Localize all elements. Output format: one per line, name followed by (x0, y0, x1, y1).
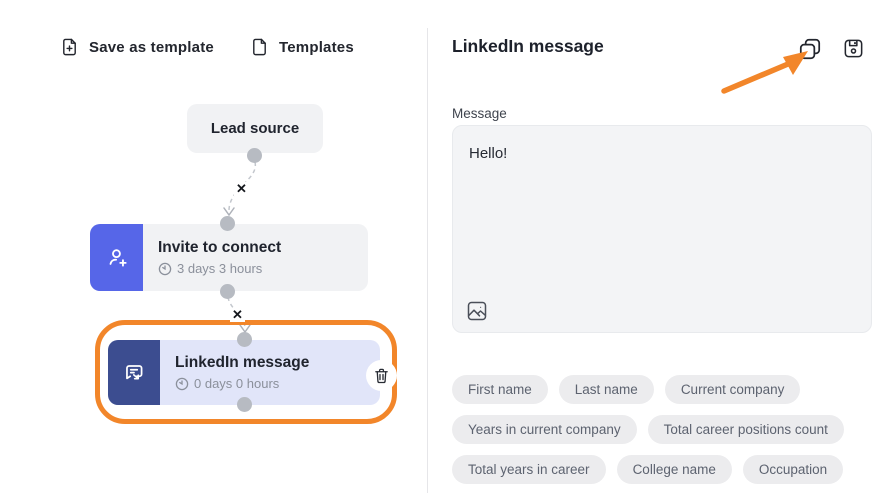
file-plus-icon (60, 37, 79, 57)
node-input-port[interactable] (237, 332, 252, 347)
flow-node-invite-to-connect[interactable]: Invite to connect 3 days 3 hours (90, 224, 368, 291)
detach-connector-button[interactable]: ✕ (230, 307, 245, 322)
trash-icon (375, 368, 388, 383)
node-delay: 0 days 0 hours (175, 376, 309, 391)
placeholder-chip-occupation[interactable]: Occupation (742, 455, 844, 484)
flow-node-linkedin-message[interactable]: LinkedIn message 0 days 0 hours (108, 340, 380, 405)
node-output-port[interactable] (220, 284, 235, 299)
placeholder-chip-current-company[interactable]: Current company (664, 375, 801, 404)
panel-divider (427, 28, 428, 493)
placeholder-chip-row: Total years in career College name Occup… (452, 455, 844, 484)
clock-icon (175, 377, 189, 390)
save-as-template-button[interactable]: Save as template (60, 37, 214, 57)
node-delay: 3 days 3 hours (158, 261, 281, 276)
placeholder-chip-row: Years in current company Total career po… (452, 415, 844, 444)
node-input-port[interactable] (220, 216, 235, 231)
placeholder-chip-row: First name Last name Current company (452, 375, 801, 404)
save-step-button[interactable] (842, 37, 865, 60)
user-plus-icon (90, 224, 143, 291)
placeholder-chip-years-in-current-company[interactable]: Years in current company (452, 415, 637, 444)
node-output-port[interactable] (237, 397, 252, 412)
node-title: LinkedIn message (175, 354, 310, 371)
message-forward-icon (108, 340, 160, 405)
message-field: Hello! (452, 125, 872, 333)
clock-icon (158, 262, 172, 275)
placeholder-chip-last-name[interactable]: Last name (558, 375, 654, 404)
duplicate-step-button[interactable] (797, 36, 823, 62)
placeholder-chip-total-career-positions-count[interactable]: Total career positions count (647, 415, 844, 444)
save-as-template-label: Save as template (89, 38, 214, 56)
delete-node-button[interactable] (366, 360, 397, 391)
placeholder-chip-first-name[interactable]: First name (452, 375, 548, 404)
connector-arrowhead (239, 324, 251, 334)
detach-connector-button[interactable]: ✕ (234, 181, 249, 196)
image-icon (467, 301, 487, 321)
message-field-label: Message (452, 106, 507, 121)
file-icon (250, 37, 269, 57)
connector-arrowhead (223, 207, 235, 217)
copy-icon (799, 38, 821, 60)
floppy-disk-icon (844, 39, 863, 58)
attach-image-button[interactable] (465, 299, 489, 323)
panel-title: LinkedIn message (452, 36, 604, 56)
node-title: Invite to connect (158, 239, 282, 256)
flow-node-lead-source[interactable]: Lead source (187, 104, 323, 153)
templates-label: Templates (279, 38, 354, 56)
placeholder-chip-total-years-in-career[interactable]: Total years in career (452, 455, 606, 484)
placeholder-chip-college-name[interactable]: College name (616, 455, 732, 484)
templates-button[interactable]: Templates (250, 37, 354, 57)
message-input[interactable]: Hello! (453, 126, 871, 296)
node-output-port[interactable] (247, 148, 262, 163)
node-title: Lead source (210, 120, 300, 137)
